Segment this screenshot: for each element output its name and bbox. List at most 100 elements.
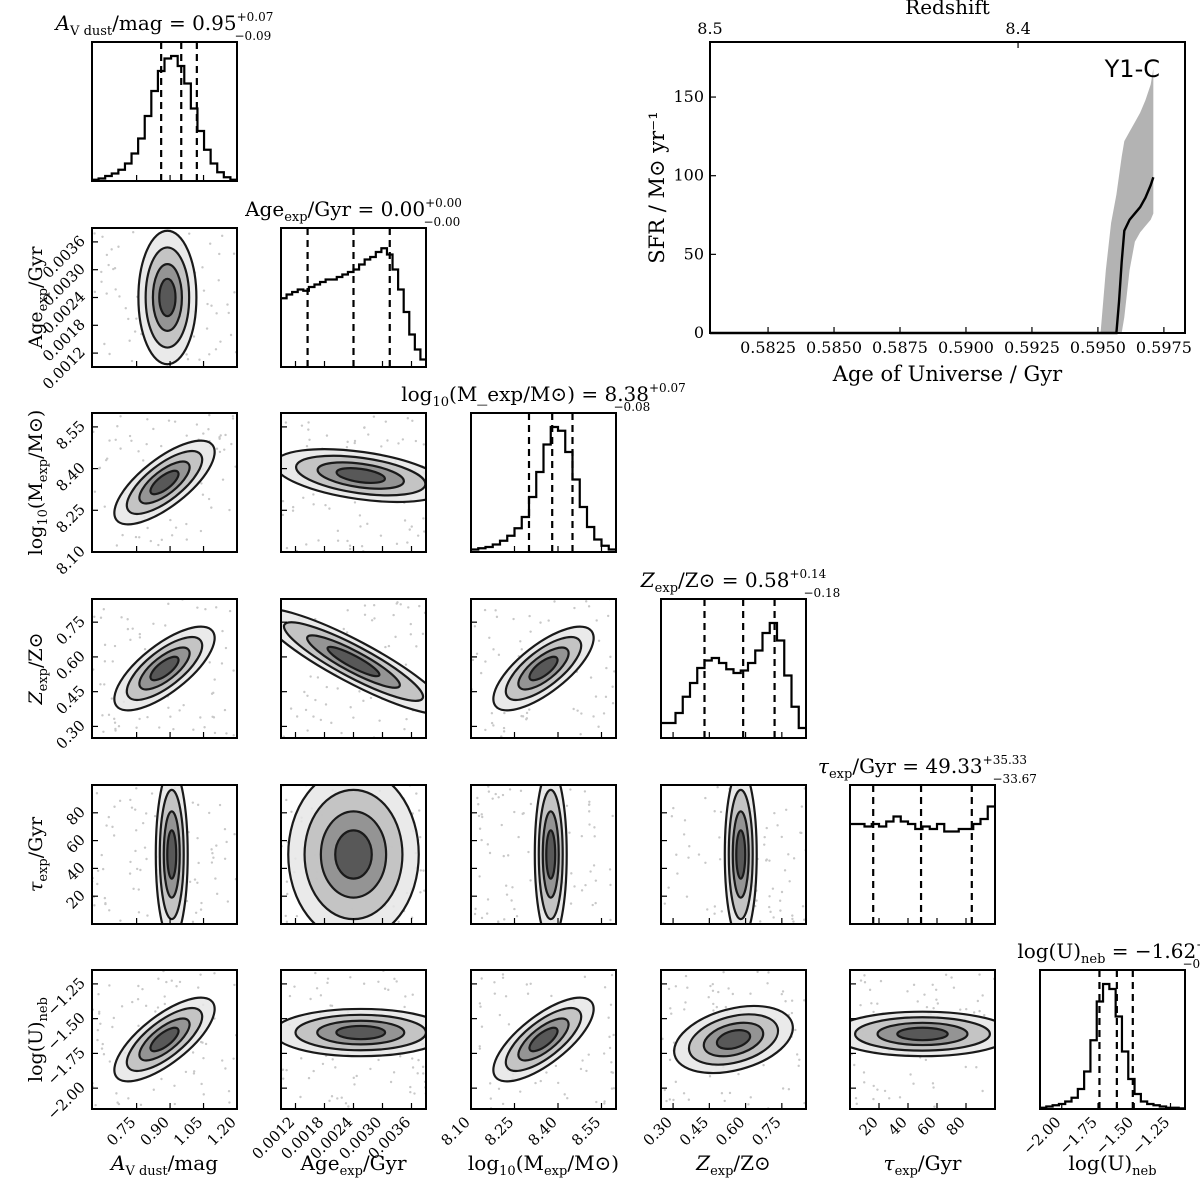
scatter-point bbox=[157, 543, 160, 547]
scatter-point bbox=[202, 1093, 205, 1096]
title-text: Ageexp/Gyr = 0.00+0.00 bbox=[244, 196, 462, 225]
scatter-point bbox=[135, 726, 138, 729]
scatter-point bbox=[102, 608, 105, 611]
scatter-point bbox=[580, 834, 584, 838]
scatter-point bbox=[153, 814, 157, 818]
scatter-point bbox=[609, 655, 612, 659]
scatter-point bbox=[316, 676, 320, 679]
scatter-point bbox=[289, 707, 293, 710]
contour-panel-Age_exp-vs-log_M_exp bbox=[280, 412, 427, 553]
scatter-point bbox=[478, 1047, 482, 1050]
scatter-point bbox=[185, 522, 188, 526]
scatter-point bbox=[124, 307, 127, 310]
x-tick-label: 8.40 bbox=[524, 1113, 560, 1149]
y-tick-label: 60 bbox=[63, 831, 89, 857]
scatter-point bbox=[152, 427, 155, 431]
scatter-point bbox=[105, 253, 109, 257]
x-tick-label: 8.55 bbox=[568, 1113, 604, 1149]
scatter-point bbox=[281, 513, 285, 517]
axis-sub: exp bbox=[544, 1164, 567, 1179]
x-tick-label: −1.25 bbox=[1128, 1113, 1173, 1158]
scatter-point bbox=[976, 999, 980, 1003]
contour-frame bbox=[849, 969, 996, 1110]
x-tick-label: 0.5975 bbox=[1136, 338, 1192, 357]
scatter-point bbox=[232, 669, 235, 672]
histogram-title: τexp/Gyr = 49.33+35.33−33.67 bbox=[818, 753, 1037, 786]
contour-frame bbox=[91, 412, 238, 553]
scatter-point bbox=[395, 542, 399, 546]
scatter-point bbox=[369, 696, 373, 700]
scatter-point bbox=[713, 810, 716, 813]
scatter-point bbox=[377, 1058, 380, 1062]
contour-panel-tau_exp-vs-logU bbox=[849, 969, 996, 1110]
scatter-point bbox=[906, 990, 909, 993]
histogram-step bbox=[92, 54, 237, 181]
y-axis-label: log(U)neb bbox=[25, 997, 51, 1082]
scatter-point bbox=[731, 992, 735, 996]
contour-level bbox=[149, 469, 180, 496]
title-minus: −0.08 bbox=[614, 400, 651, 414]
scatter-point bbox=[418, 604, 421, 608]
scatter-point bbox=[192, 335, 196, 338]
scatter-point bbox=[105, 824, 108, 827]
scatter-point bbox=[608, 1046, 612, 1050]
scatter-point bbox=[312, 503, 315, 506]
scatter-point bbox=[553, 600, 556, 603]
scatter-point bbox=[670, 815, 674, 818]
contour-panel-A_V_dust-vs-tau_exp bbox=[91, 784, 238, 925]
scatter-point bbox=[511, 886, 514, 889]
scatter-point bbox=[419, 869, 422, 872]
scatter-point bbox=[683, 1008, 686, 1011]
scatter-point bbox=[133, 808, 137, 811]
scatter-point bbox=[110, 697, 114, 700]
scatter-point bbox=[501, 973, 505, 976]
axis-sub: V dust bbox=[124, 1164, 168, 1179]
scatter-point bbox=[924, 1058, 928, 1062]
scatter-point bbox=[480, 916, 484, 920]
scatter-point bbox=[488, 636, 491, 640]
scatter-point bbox=[594, 879, 598, 882]
scatter-point bbox=[199, 908, 203, 911]
scatter-point bbox=[763, 843, 766, 846]
scatter-point bbox=[232, 1057, 235, 1060]
scatter-point bbox=[200, 901, 203, 905]
scatter-point bbox=[210, 848, 213, 851]
scatter-point bbox=[201, 266, 204, 269]
scatter-point bbox=[129, 860, 132, 864]
y-tick-label: 0.45 bbox=[52, 682, 88, 718]
scatter-point bbox=[406, 541, 409, 544]
title-plus: +0.07 bbox=[237, 10, 274, 24]
scatter-point bbox=[100, 270, 103, 274]
scatter-point bbox=[182, 703, 185, 707]
scatter-point bbox=[170, 534, 174, 537]
scatter-point bbox=[790, 999, 794, 1002]
scatter-point bbox=[139, 868, 142, 872]
scatter-point bbox=[486, 898, 490, 901]
contour-level bbox=[735, 829, 747, 880]
scatter-point bbox=[755, 899, 758, 902]
scatter-point bbox=[202, 432, 205, 435]
scatter-point bbox=[103, 342, 106, 346]
scatter-point bbox=[219, 434, 222, 437]
scatter-point bbox=[550, 994, 553, 998]
scatter-point bbox=[719, 810, 723, 814]
scatter-point bbox=[300, 1057, 303, 1060]
title-plus: +0.14 bbox=[789, 567, 826, 581]
scatter-point bbox=[192, 1072, 196, 1075]
scatter-point bbox=[191, 1051, 195, 1054]
scatter-point bbox=[486, 843, 490, 846]
scatter-point bbox=[501, 976, 505, 979]
scatter-point bbox=[697, 853, 701, 856]
scatter-point bbox=[100, 280, 103, 283]
scatter-point bbox=[212, 856, 215, 859]
scatter-point bbox=[868, 988, 872, 992]
contour-body bbox=[92, 599, 235, 737]
scatter-point bbox=[493, 992, 497, 995]
scatter-point bbox=[855, 1102, 858, 1106]
scatter-point bbox=[302, 496, 305, 500]
contour-panel-log_M_exp-vs-tau_exp bbox=[470, 784, 617, 925]
scatter-point bbox=[207, 428, 210, 431]
y-tick-label: 8.25 bbox=[52, 500, 88, 536]
scatter-point bbox=[126, 618, 129, 621]
scatter-point bbox=[347, 1105, 350, 1108]
